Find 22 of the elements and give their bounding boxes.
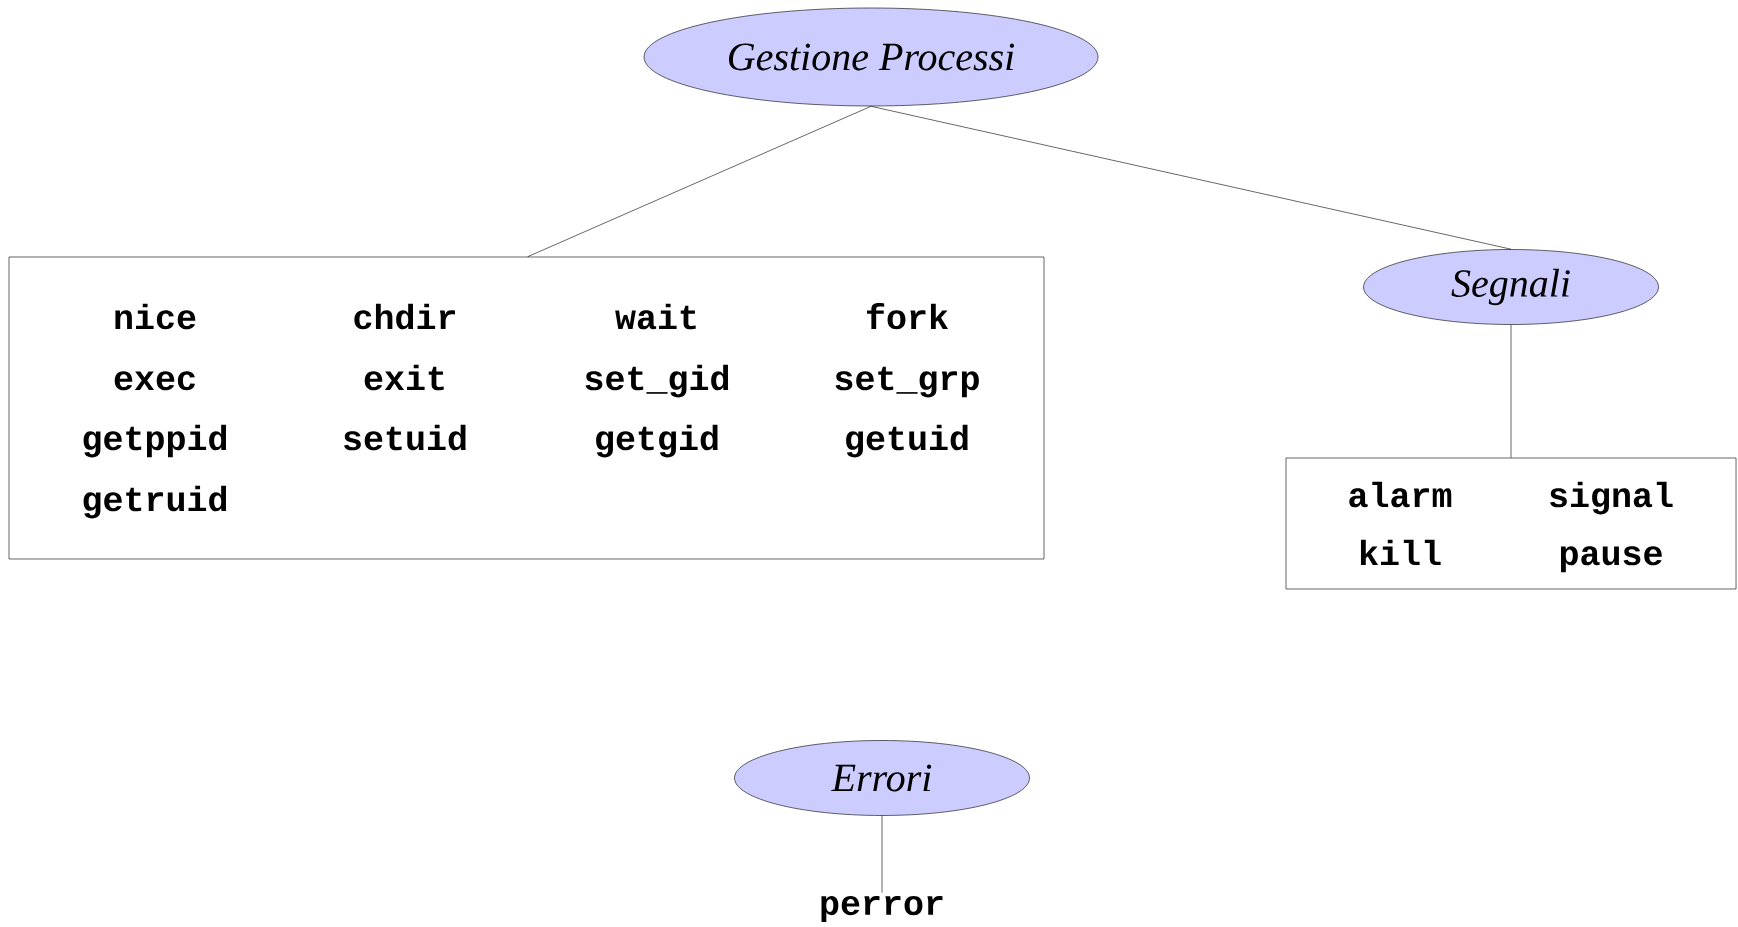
function-name: nice (115, 303, 196, 330)
function-name: getppid (83, 424, 227, 458)
connector-line (527, 106, 872, 257)
function-name: getuid (846, 424, 968, 458)
function-name: exit (364, 364, 444, 391)
function-name: wait (615, 303, 696, 330)
connector-line (870, 106, 1512, 250)
function-name: set_gid (585, 364, 729, 398)
connector-line (1510, 324, 1512, 458)
function-name: signal (1550, 481, 1673, 515)
function-name: set_grp (835, 366, 979, 398)
function-name: getruid (83, 485, 227, 519)
function-name: kill (1360, 539, 1441, 565)
function-name: pause (1560, 546, 1662, 573)
function-name: alarm (1349, 481, 1452, 508)
connector-line (881, 815, 883, 894)
function-name: getgid (596, 424, 718, 458)
function-name: setuid (344, 424, 466, 451)
function-name: chdir (354, 303, 455, 330)
function-name: perror (821, 895, 943, 923)
function-name: fork (867, 303, 948, 330)
function-name: exec (114, 371, 195, 391)
